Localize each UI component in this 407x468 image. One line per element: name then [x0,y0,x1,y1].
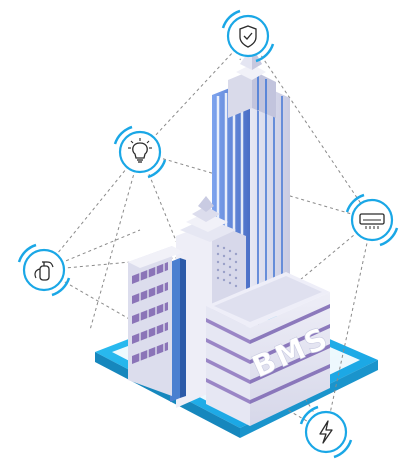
left-building [128,246,184,396]
fire-extinguisher-icon [17,243,71,297]
air-conditioner-icon [345,193,399,247]
bms-block: BMS [206,272,335,426]
lightning-bolt-icon [299,405,353,459]
light-bulb-icon [113,125,167,179]
mid-building [170,196,246,408]
shield-check-icon [221,9,275,63]
